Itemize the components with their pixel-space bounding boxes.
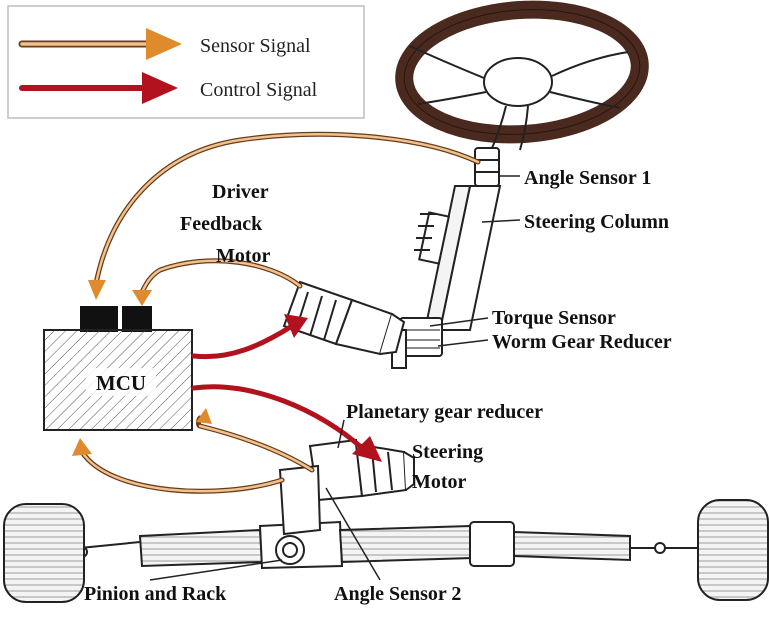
legend-sensor-label: Sensor Signal bbox=[200, 35, 311, 57]
legend-control-arrow bbox=[19, 72, 178, 104]
legend: Sensor Signal Control Signal bbox=[7, 5, 365, 119]
control-signal-lines bbox=[191, 314, 382, 462]
steering-column bbox=[391, 147, 502, 369]
label-torque-sensor: Torque Sensor bbox=[492, 307, 616, 329]
mcu: MCU bbox=[43, 306, 193, 431]
label-angle-sensor-2: Angle Sensor 2 bbox=[334, 583, 461, 605]
label-driver-line1: Driver bbox=[212, 181, 269, 203]
label-planetary-gear-reducer: Planetary gear reducer bbox=[346, 401, 543, 423]
label-pinion-and-rack: Pinion and Rack bbox=[84, 583, 227, 605]
driver-feedback-motor bbox=[282, 280, 406, 356]
right-wheel bbox=[697, 499, 769, 601]
label-driver-line3: Motor bbox=[216, 245, 271, 267]
label-worm-gear-reducer: Worm Gear Reducer bbox=[492, 331, 672, 353]
label-steering-line2: Motor bbox=[412, 471, 467, 493]
mcu-label: MCU bbox=[96, 371, 146, 395]
leader-lines bbox=[149, 175, 521, 581]
left-wheel bbox=[3, 503, 85, 603]
steering-wheel bbox=[395, 0, 649, 151]
legend-sensor-arrow bbox=[18, 28, 182, 60]
rack-assembly bbox=[76, 464, 700, 570]
legend-control-label: Control Signal bbox=[200, 79, 318, 101]
label-driver-line2: Feedback bbox=[180, 213, 263, 235]
label-steering-line1: Steering bbox=[412, 441, 483, 463]
label-steering-column: Steering Column bbox=[524, 211, 669, 233]
sensor-signal-lines bbox=[72, 131, 481, 494]
label-angle-sensor-1: Angle Sensor 1 bbox=[524, 167, 651, 189]
